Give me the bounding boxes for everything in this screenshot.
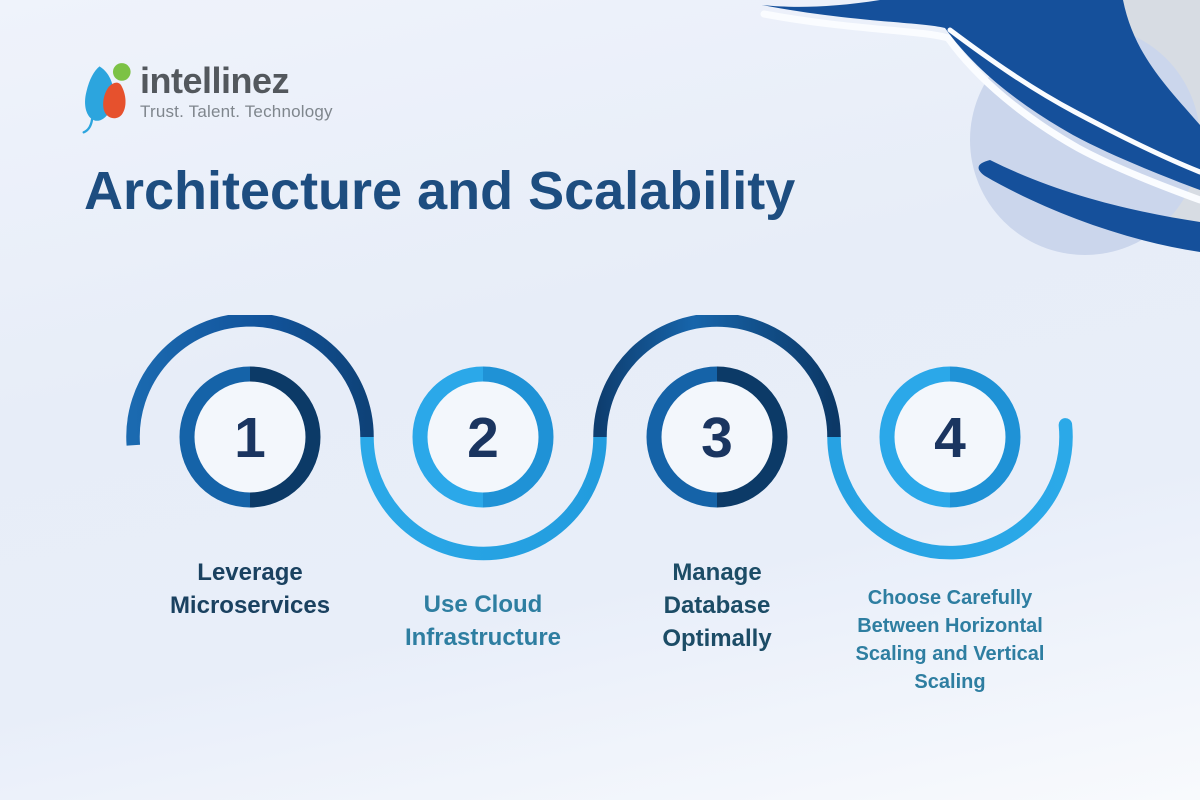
wave-under-arc-2: [360, 436, 607, 561]
step-label-4: Choose Carefully Between Horizontal Scal…: [855, 587, 1045, 693]
intellinez-logo-icon: [82, 63, 131, 134]
swoosh-main-shape: [762, 0, 1200, 190]
swoosh-highlight-stripe-2: [947, 27, 1200, 175]
step-circle-4: 4: [879, 366, 1021, 508]
brand-name: intellinez: [140, 60, 290, 101]
step-label-1: Leverage Microservices: [169, 559, 331, 619]
brand-logo: intellinez Trust. Talent. Technology: [80, 60, 333, 134]
swoosh-highlight-stripe: [760, 10, 1200, 204]
logo-orange-petal: [103, 82, 126, 119]
step-label-3: Manage Database Optimally: [662, 559, 772, 652]
corner-wave-decoration: [760, 0, 1200, 255]
step-circle-3: 3: [646, 366, 788, 508]
step-number-3: 3: [701, 406, 733, 470]
swoosh-echo-shape: [978, 160, 1200, 252]
step-circle-1: 1: [179, 366, 321, 508]
wave-over-arc-1: [126, 315, 374, 446]
step-number-1: 1: [234, 406, 266, 470]
wave-under-arc-4: [827, 418, 1073, 560]
page-title: Architecture and Scalability: [84, 161, 796, 221]
logo-green-dot: [112, 63, 131, 81]
step-circle-2: 2: [412, 366, 554, 508]
brand-tagline: Trust. Talent. Technology: [140, 102, 333, 121]
process-flow-diagram: 1 2 3 4: [126, 315, 1073, 561]
step-label-2: Use Cloud Infrastructure: [404, 591, 562, 651]
step-number-4: 4: [934, 406, 966, 470]
wave-over-arc-3: [593, 315, 841, 438]
logo-blue-tail: [82, 118, 94, 134]
step-number-2: 2: [467, 406, 499, 470]
